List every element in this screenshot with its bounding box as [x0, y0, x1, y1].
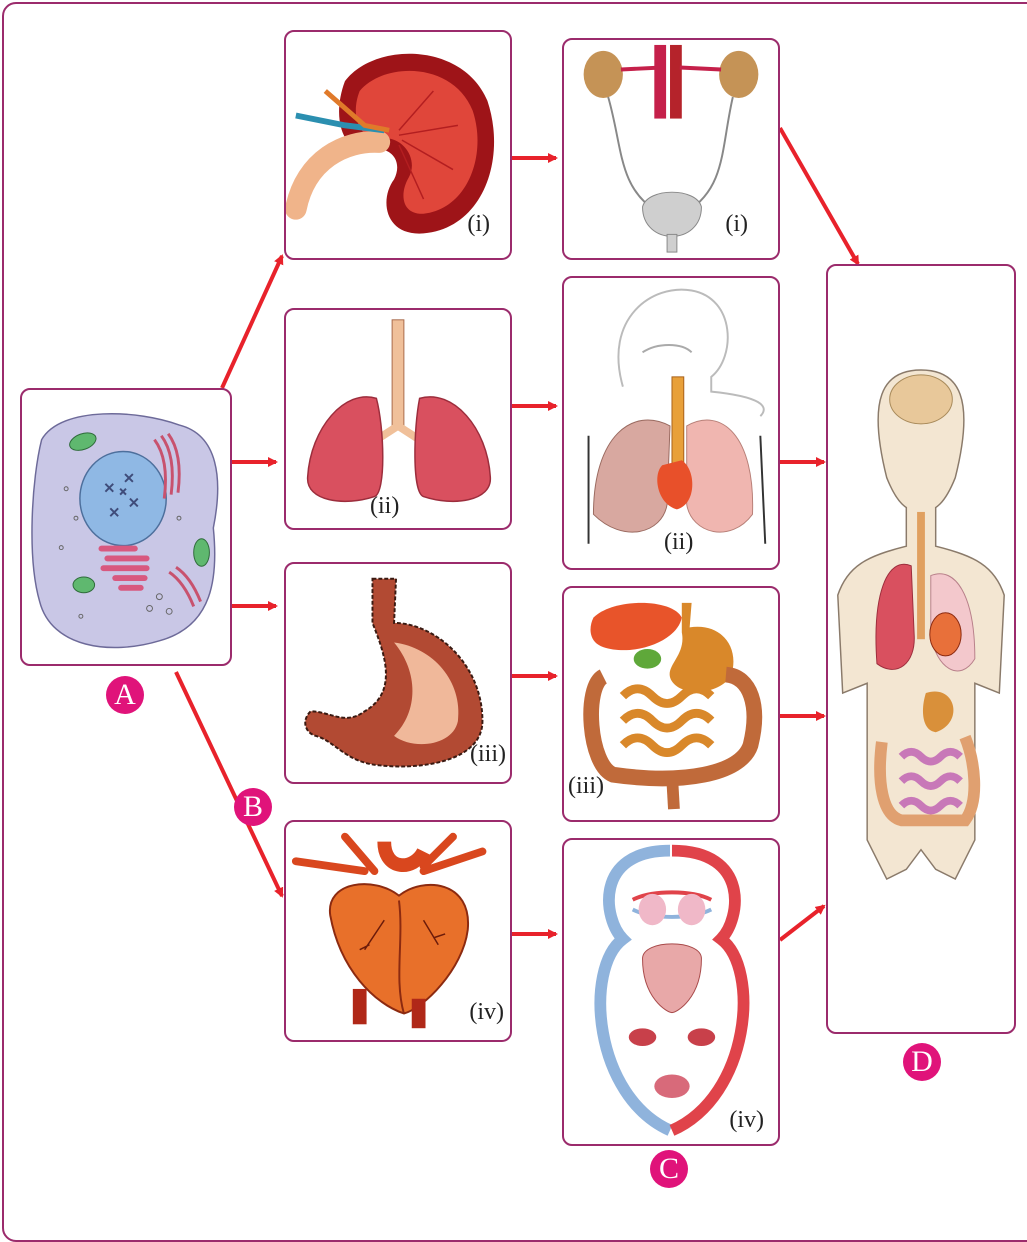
arrow-urinary-to-body [780, 128, 858, 264]
label-a-badge: A [106, 676, 144, 714]
kidney-label: (i) [467, 211, 490, 238]
circulatory-system-box: (iv) [562, 838, 780, 1146]
cell-box [20, 388, 232, 666]
respiratory-system-illustration [564, 278, 778, 568]
stomach-label: (iii) [470, 741, 506, 768]
label-c-badge: C [650, 1150, 688, 1188]
label-b-badge: B [234, 788, 272, 826]
arrow-cell-to-heart [176, 672, 282, 896]
stomach-box: (iii) [284, 562, 512, 784]
animal-cell-illustration [22, 390, 230, 664]
kidney-box: (i) [284, 30, 512, 260]
digestive-system-label: (iii) [568, 773, 604, 800]
label-d-badge: D [903, 1043, 941, 1081]
respiratory-system-label: (ii) [664, 529, 693, 556]
arrow-circulatory-to-body [780, 906, 824, 940]
respiratory-system-box: (ii) [562, 276, 780, 570]
lungs-box: (ii) [284, 308, 512, 530]
circulatory-system-illustration [564, 840, 778, 1144]
urinary-system-label: (i) [725, 211, 748, 238]
circulatory-system-label: (iv) [729, 1107, 764, 1134]
arrow-cell-to-kidney [222, 256, 282, 388]
heart-label: (iv) [469, 999, 504, 1026]
lungs-label: (ii) [370, 493, 399, 520]
digestive-system-box: (iii) [562, 586, 780, 822]
human-body-illustration [828, 266, 1014, 1032]
human-body-box [826, 264, 1016, 1034]
urinary-system-box: (i) [562, 38, 780, 260]
heart-box: (iv) [284, 820, 512, 1042]
